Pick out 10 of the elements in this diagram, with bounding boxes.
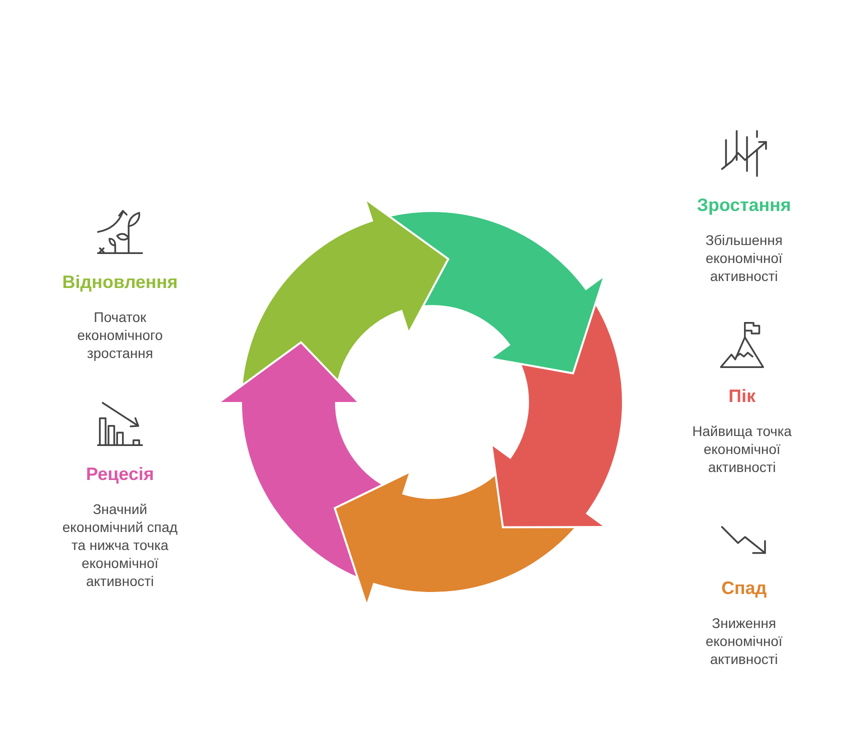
stage-description: Зниження економічної активності (704, 614, 784, 668)
stage-description: Значний економічний спад та нижча точка економічної активності (61, 500, 179, 590)
stage-title: Рецесія (86, 463, 154, 486)
stage-title: Відновлення (62, 271, 178, 294)
stage-title: Пік (728, 385, 756, 408)
stage-title: Зростання (696, 194, 792, 217)
stage-description: Найвища точка економічної активності (691, 422, 793, 476)
stage-description: Початок економічного зростання (76, 308, 164, 362)
stage-title: Спад (721, 577, 767, 600)
stage-description: Збільшення економічної активності (704, 231, 784, 285)
